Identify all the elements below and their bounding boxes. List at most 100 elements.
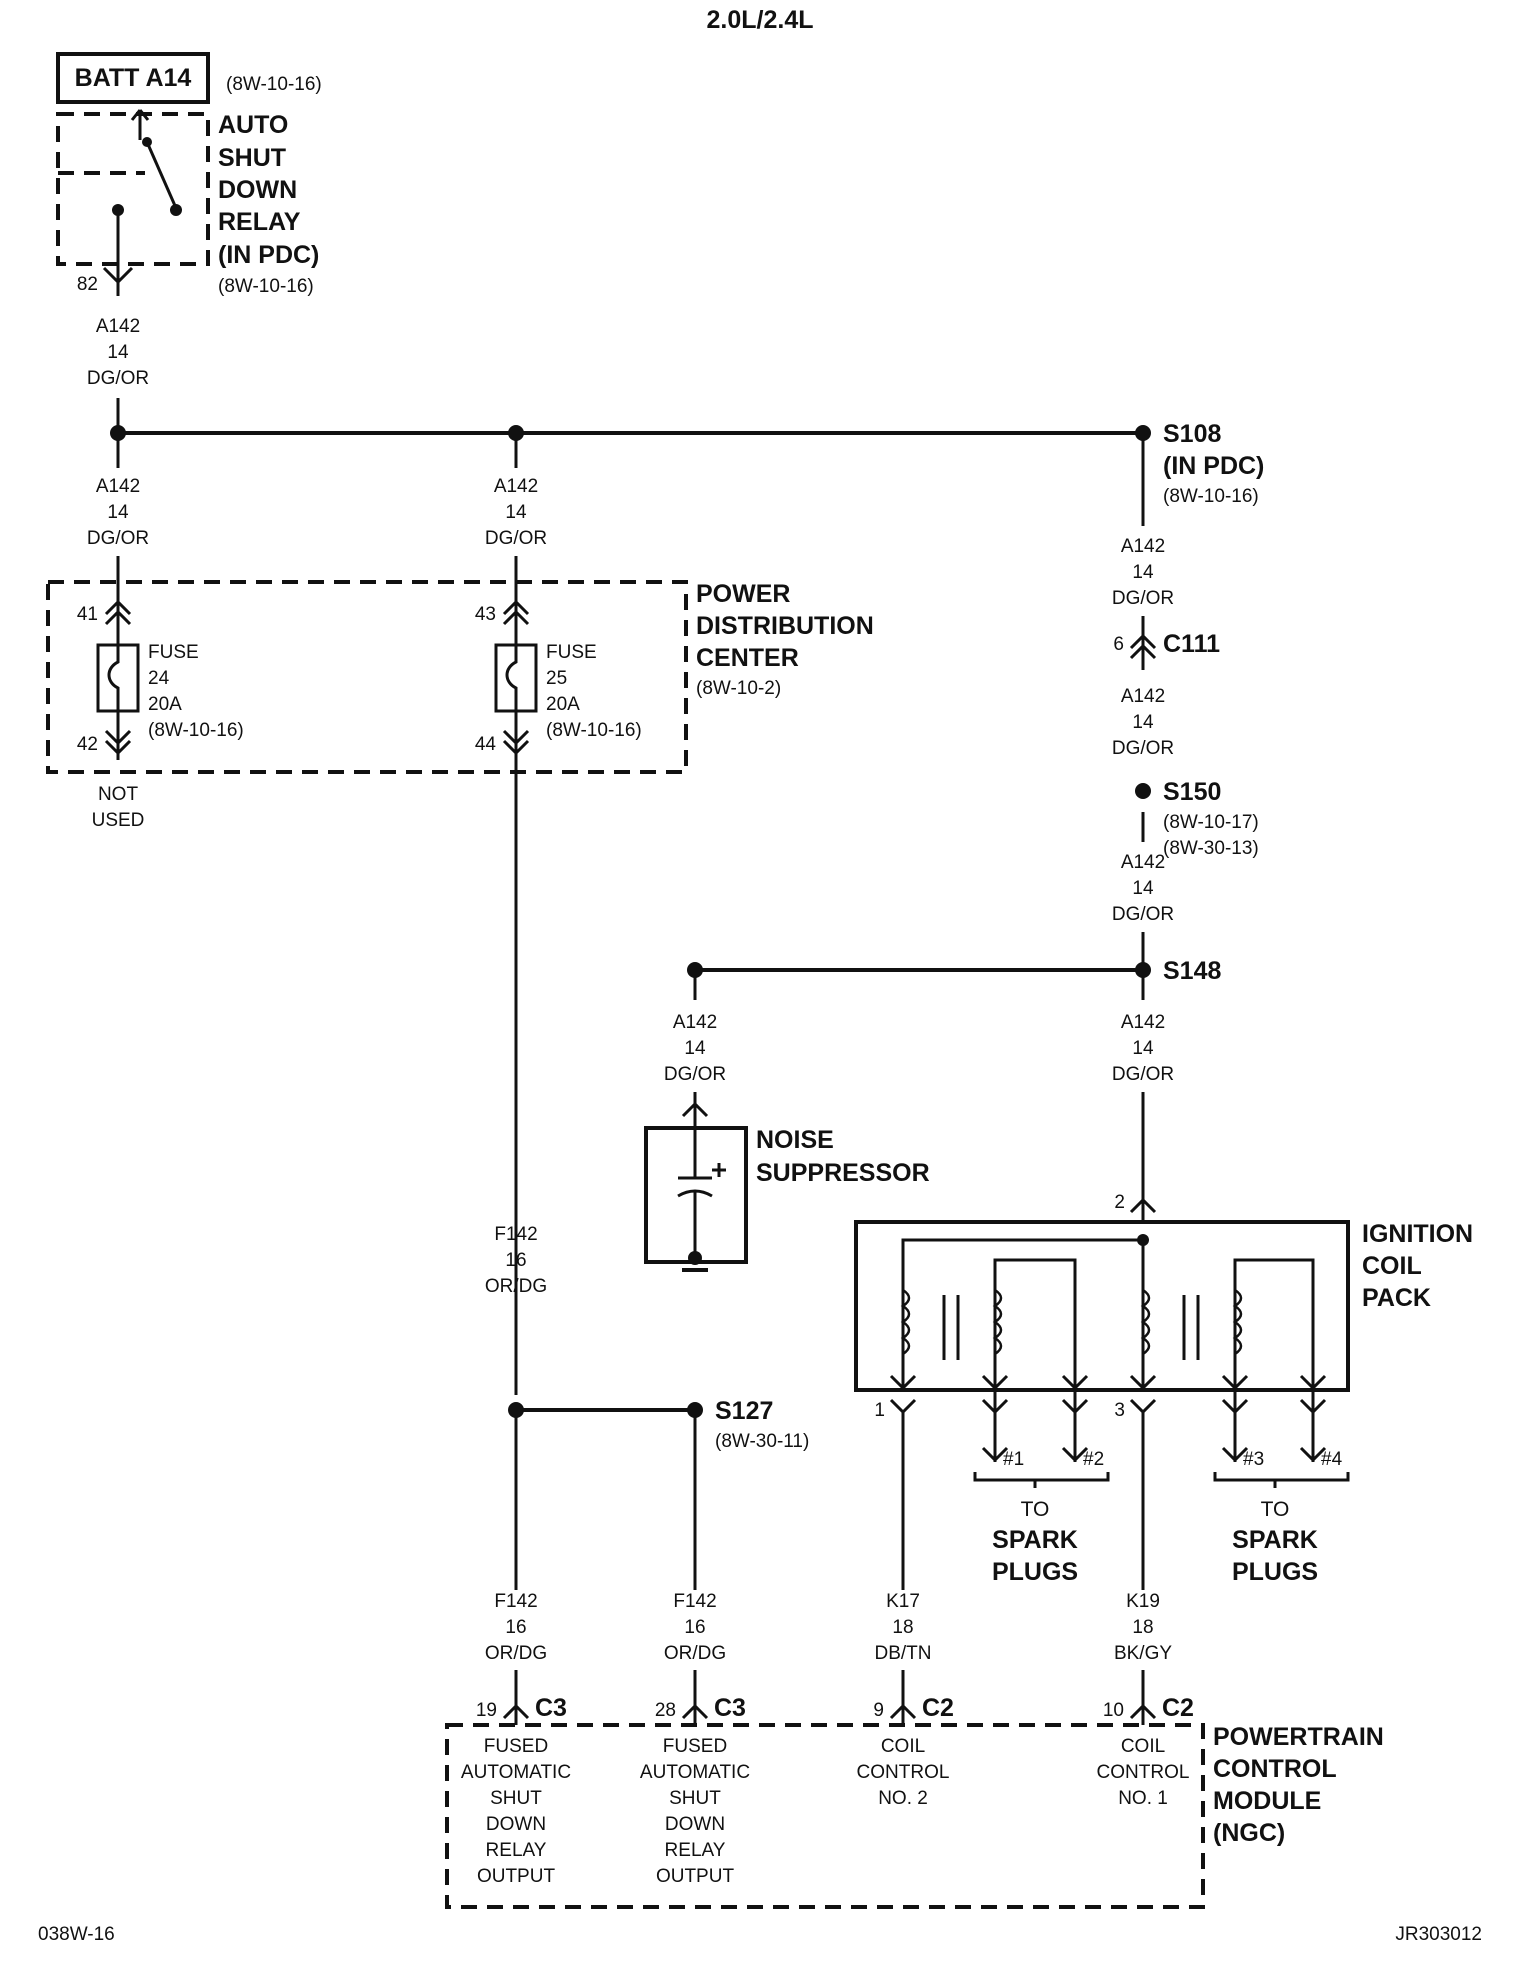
svg-text:NOISE: NOISE	[756, 1126, 834, 1154]
connector-43	[502, 599, 530, 626]
svg-text:16: 16	[684, 1617, 705, 1638]
wire-label-a142-1: A142 14 DG/OR	[87, 316, 149, 389]
noise-suppressor-label: NOISE SUPPRESSOR	[756, 1126, 930, 1187]
s127-ref: (8W-30-11)	[715, 1431, 809, 1452]
svg-text:14: 14	[1132, 712, 1154, 733]
svg-text:14: 14	[1132, 562, 1154, 583]
pcm-conn-c2-b: C2	[1162, 1694, 1194, 1722]
svg-text:NO. 2: NO. 2	[878, 1788, 928, 1809]
plug-3-label: #3	[1243, 1449, 1264, 1470]
pcm-pin-19-desc: FUSED AUTOMATIC SHUT DOWN RELAY OUTPUT	[461, 1736, 571, 1887]
coil-winding-a-primary	[900, 1288, 911, 1356]
svg-text:A142: A142	[1121, 852, 1165, 873]
svg-text:COIL: COIL	[1121, 1736, 1165, 1757]
svg-text:18: 18	[1132, 1617, 1153, 1638]
svg-text:(NGC): (NGC)	[1213, 1819, 1285, 1847]
relay-pin: 82	[77, 274, 98, 295]
svg-text:PACK: PACK	[1362, 1284, 1431, 1312]
pcm-pin-28-desc: FUSED AUTOMATIC SHUT DOWN RELAY OUTPUT	[640, 1736, 750, 1887]
svg-text:(IN PDC): (IN PDC)	[218, 241, 319, 269]
svg-text:COIL: COIL	[881, 1736, 925, 1757]
wire-label-a142-6: A142 14 DG/OR	[1112, 852, 1174, 925]
svg-text:DG/OR: DG/OR	[87, 368, 149, 389]
svg-text:CONTROL: CONTROL	[1213, 1755, 1337, 1783]
svg-text:SUPPRESSOR: SUPPRESSOR	[756, 1159, 930, 1187]
battery-label: BATT A14	[75, 64, 192, 92]
svg-text:42: 42	[77, 734, 98, 755]
svg-text:POWER: POWER	[696, 580, 790, 608]
page-title: 2.0L/2.4L	[707, 6, 814, 34]
battery-ref: (8W-10-16)	[226, 74, 322, 95]
svg-text:NOT: NOT	[98, 784, 139, 805]
connector-c111	[1129, 633, 1157, 660]
svg-text:SHUT: SHUT	[490, 1788, 542, 1809]
svg-text:(8W-10-2): (8W-10-2)	[696, 678, 781, 699]
coil-winding-b-secondary	[1232, 1288, 1243, 1356]
wire-label-a142-8: A142 14 DG/OR	[1112, 1012, 1174, 1085]
svg-text:(8W-10-16): (8W-10-16)	[148, 720, 244, 741]
svg-text:K19: K19	[1126, 1591, 1160, 1612]
svg-text:DB/TN: DB/TN	[875, 1643, 932, 1664]
coil-connector-2	[1129, 1197, 1157, 1214]
svg-text:A142: A142	[1121, 536, 1165, 557]
svg-text:DOWN: DOWN	[218, 176, 297, 204]
plug-1-label: #1	[1003, 1449, 1024, 1470]
svg-text:14: 14	[1132, 878, 1154, 899]
asd-relay-box	[56, 112, 210, 266]
svg-text:CENTER: CENTER	[696, 644, 799, 672]
svg-text:14: 14	[107, 502, 129, 523]
pcm-connectors	[502, 1703, 1157, 1720]
wire-label-k19: K19 18 BK/GY	[1114, 1591, 1172, 1664]
wire-label-a142-2: A142 14 DG/OR	[87, 476, 149, 549]
svg-text:OR/DG: OR/DG	[664, 1643, 726, 1664]
svg-text:DG/OR: DG/OR	[1112, 738, 1174, 759]
svg-text:41: 41	[77, 604, 98, 625]
svg-text:RELAY: RELAY	[665, 1840, 726, 1861]
spark-plug-brace-2	[1213, 1472, 1350, 1488]
svg-text:FUSED: FUSED	[663, 1736, 727, 1757]
svg-text:OUTPUT: OUTPUT	[656, 1866, 735, 1887]
s108-label: S108	[1163, 420, 1221, 448]
svg-text:DG/OR: DG/OR	[664, 1064, 726, 1085]
pcm-conn-c3-a: C3	[535, 1694, 567, 1722]
svg-text:6: 6	[1113, 634, 1124, 655]
battery-feed-box	[56, 52, 210, 104]
svg-text:18: 18	[892, 1617, 913, 1638]
svg-text:43: 43	[475, 604, 496, 625]
svg-text:COIL: COIL	[1362, 1252, 1422, 1280]
svg-text:K17: K17	[886, 1591, 920, 1612]
svg-text:A142: A142	[494, 476, 538, 497]
coil-output-connectors	[889, 1374, 1327, 1415]
svg-text:FUSE: FUSE	[546, 642, 597, 663]
svg-text:PLUGS: PLUGS	[992, 1558, 1078, 1586]
svg-text:(8W-10-16): (8W-10-16)	[546, 720, 642, 741]
svg-text:RELAY: RELAY	[218, 208, 301, 236]
svg-text:CONTROL: CONTROL	[857, 1762, 950, 1783]
svg-text:14: 14	[684, 1038, 706, 1059]
fuse-25-label: FUSE 25 20A (8W-10-16)	[546, 642, 642, 741]
wire-label-k17: K17 18 DB/TN	[875, 1591, 932, 1664]
pcm-conn-c2-a: C2	[922, 1694, 954, 1722]
wire-label-a142-4: A142 14 DG/OR	[1112, 536, 1174, 609]
svg-text:MODULE: MODULE	[1213, 1787, 1321, 1815]
svg-text:(8W-10-16): (8W-10-16)	[218, 276, 314, 297]
svg-text:14: 14	[107, 342, 129, 363]
fuse-24-label: FUSE 24 20A (8W-10-16)	[148, 642, 244, 741]
pcm-box	[445, 1723, 1205, 1909]
coil-winding-b-primary	[1140, 1288, 1151, 1356]
connector-44	[502, 729, 530, 756]
svg-text:20A: 20A	[546, 694, 580, 715]
pcm-pin-10: 10	[1103, 1700, 1124, 1721]
svg-text:FUSE: FUSE	[148, 642, 199, 663]
wire-label-f142-3: F142 16 OR/DG	[664, 1591, 726, 1664]
wire-label-a142-7: A142 14 DG/OR	[664, 1012, 726, 1085]
svg-text:A142: A142	[96, 316, 140, 337]
svg-text:DISTRIBUTION: DISTRIBUTION	[696, 612, 874, 640]
wire-label-a142-3: A142 14 DG/OR	[485, 476, 547, 549]
svg-text:16: 16	[505, 1617, 526, 1638]
svg-text:AUTOMATIC: AUTOMATIC	[461, 1762, 571, 1783]
svg-text:16: 16	[505, 1250, 526, 1271]
svg-text:USED: USED	[92, 810, 145, 831]
svg-text:OR/DG: OR/DG	[485, 1643, 547, 1664]
